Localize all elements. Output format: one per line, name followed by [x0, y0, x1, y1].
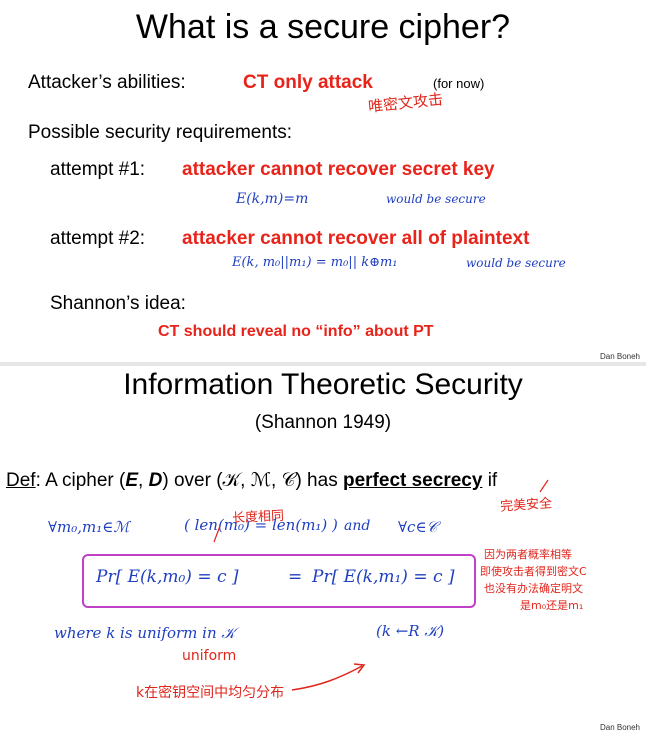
slide-1-title: What is a secure cipher?: [135, 8, 511, 46]
hw-bottom-note: k在密钥空间中均匀分布: [136, 685, 285, 701]
hw-pr-left: Pr[ E(k,m₀) = c ]: [96, 567, 239, 587]
def-e: E: [125, 470, 139, 491]
hw-equals: =: [288, 567, 303, 587]
abilities-handwriting: 唯密文攻击: [367, 90, 444, 116]
hw-equation-box: [82, 554, 476, 608]
attempt1-hw-note: would be secure: [386, 192, 486, 206]
abilities-label: Attacker’s abilities:: [28, 72, 186, 93]
hw-note-line-4: 是m₀还是m₁: [520, 599, 584, 612]
abilities-value: CT only attack: [243, 72, 373, 93]
attempt2-hw-formula: E(k, m₀||m₁) = m₀|| k⊕m₁: [232, 255, 398, 270]
definition-line: Def: A cipher (E, D) over (𝒦, ℳ, 𝒞) has …: [6, 469, 497, 492]
def-label: Def: [6, 470, 36, 491]
hw-k-sampling: (k ←R 𝒦): [376, 622, 445, 640]
hw-forall-c: ∀c∈𝒞: [398, 518, 438, 536]
hw-arrows: [213, 479, 549, 691]
hw-where-clause: where k is uniform in 𝒦: [54, 624, 236, 642]
def-if: if: [482, 470, 498, 491]
attempt2-hw-note: would be secure: [466, 256, 566, 270]
attempt1-label: attempt #1:: [50, 159, 146, 180]
def-spaces: ) over (𝒦, ℳ, 𝒞) has: [162, 470, 343, 491]
shannon-label: Shannon’s idea:: [50, 293, 186, 314]
abilities-note: (for now): [433, 76, 485, 91]
hw-pr-right: Pr[ E(k,m₁) = c ]: [312, 567, 455, 587]
def-d: D: [148, 470, 163, 491]
attempt1-hw-formula: E(k,m)=m: [236, 191, 309, 207]
slide-1: What is a secure cipher? Attacker’s abil…: [0, 0, 646, 362]
def-prefix: : A cipher (: [35, 470, 126, 491]
slide-2-subtitle: (Shannon 1949): [254, 412, 392, 433]
hw-note-line-2: 即使攻击者得到密文C: [480, 565, 587, 578]
hw-uniform-word: uniform: [182, 648, 237, 664]
attempt2-label: attempt #2:: [50, 228, 146, 249]
slide-1-footer: Dan Boneh: [599, 352, 640, 361]
def-comma: ,: [138, 470, 149, 491]
slide-separator: [0, 362, 646, 366]
hw-length-condition: ( len(m₀) = len(m₁) ): [184, 516, 338, 534]
hw-and: and: [344, 518, 371, 534]
hw-note-line-3: 也没有办法确定明文: [484, 582, 583, 595]
shannon-text: CT should reveal no “info” about PT: [158, 323, 434, 340]
hw-note-line-1: 因为两者概率相等: [484, 548, 572, 561]
slide-2-footer: Dan Boneh: [599, 723, 640, 732]
requirements-heading: Possible security requirements:: [28, 122, 292, 143]
slide-2: Information Theoretic Security (Shannon …: [0, 366, 646, 735]
slide-2-title: Information Theoretic Security: [123, 368, 523, 401]
attempt1-text: attacker cannot recover secret key: [182, 159, 495, 180]
hw-quantifier: ∀m₀,m₁∈ℳ: [48, 518, 130, 536]
attempt2-text: attacker cannot recover all of plaintext: [182, 228, 530, 249]
perfect-secrecy-term: perfect secrecy: [342, 470, 483, 491]
